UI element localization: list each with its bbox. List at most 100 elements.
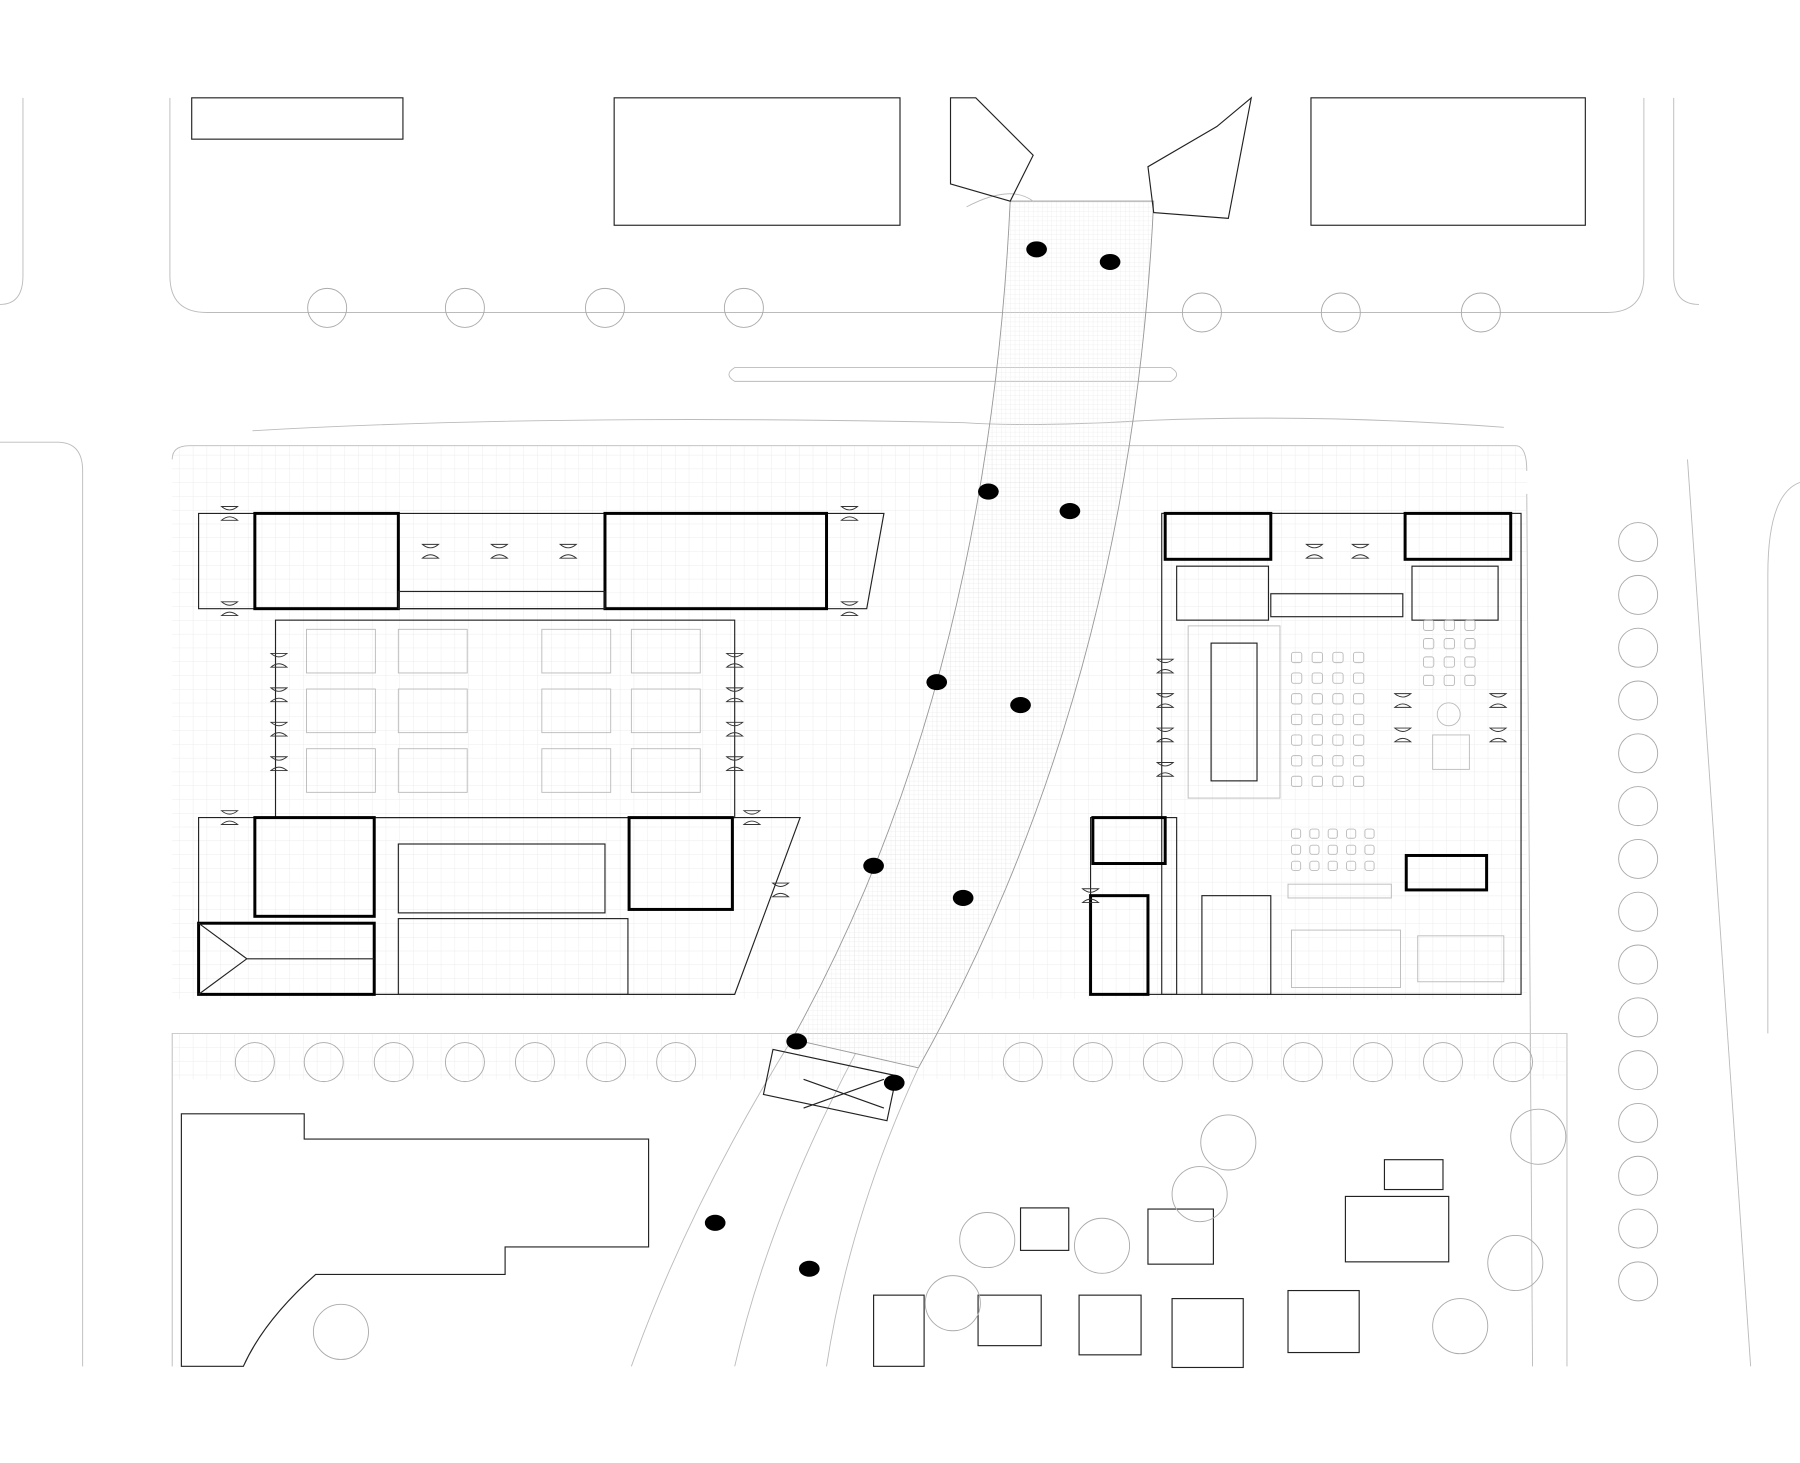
table (1423, 619, 1435, 631)
tree (1618, 944, 1659, 985)
bridge-pillar (704, 1214, 726, 1231)
tree (1352, 1042, 1393, 1083)
revolving-doors (220, 506, 1508, 904)
pavilion (1287, 1289, 1360, 1354)
table (1346, 828, 1357, 839)
revolving-door (725, 687, 744, 703)
bridge-pillar (1010, 697, 1031, 714)
cafe-tables (1290, 619, 1476, 871)
pavilion (1147, 1208, 1214, 1265)
tree (444, 287, 485, 328)
table (1464, 674, 1476, 687)
table (1311, 672, 1323, 684)
table (1464, 656, 1476, 668)
revolving-door (840, 601, 859, 617)
pedestrian-bridge (630, 96, 1253, 1367)
plaza-paving (171, 445, 1567, 1080)
courtyard-planters (306, 628, 701, 793)
table (1346, 844, 1357, 855)
tree (1460, 292, 1501, 333)
west-block-e (627, 816, 734, 911)
tree (303, 1042, 344, 1083)
table (1352, 734, 1365, 746)
tree (1493, 1042, 1533, 1083)
tree (1212, 1042, 1253, 1083)
west-building (197, 511, 885, 996)
pavilion (1383, 1159, 1444, 1191)
tree (1618, 1155, 1659, 1196)
trees (234, 287, 1659, 1360)
tree (1618, 786, 1659, 827)
revolving-door (220, 601, 239, 617)
table (1332, 734, 1344, 746)
table (1364, 844, 1375, 855)
tree (1320, 292, 1361, 333)
pavilion (977, 1294, 1042, 1347)
table (1290, 844, 1302, 855)
bridge-pillar (798, 1260, 820, 1277)
tree (1423, 1042, 1463, 1083)
tree (312, 1303, 369, 1360)
table (1364, 860, 1375, 871)
table (1332, 693, 1344, 705)
tree (1200, 1114, 1257, 1171)
bridge-pillar (1026, 241, 1047, 258)
east-building (1089, 511, 1522, 996)
pavilion (1344, 1195, 1450, 1263)
revolving-door (1488, 693, 1508, 708)
table (1309, 828, 1320, 839)
bridge-pillar (952, 889, 974, 906)
table (1332, 672, 1344, 684)
west-block-a (253, 511, 400, 611)
table (1327, 828, 1338, 839)
tree (1618, 997, 1659, 1038)
tree (924, 1275, 981, 1332)
table (1443, 638, 1455, 650)
bridge-pillar (978, 483, 999, 500)
pavilion (1019, 1207, 1070, 1251)
pavilion (1171, 1298, 1244, 1369)
table (1364, 828, 1375, 839)
tree (1181, 292, 1222, 333)
bridge-pillar (863, 857, 884, 874)
revolving-door (269, 687, 289, 703)
revolving-door (771, 882, 790, 898)
table (1311, 734, 1323, 746)
table (1311, 755, 1323, 767)
revolving-door (1351, 543, 1370, 559)
table (1443, 674, 1455, 687)
table (1443, 656, 1455, 668)
table (1290, 755, 1303, 767)
courtyard-pool (1187, 625, 1281, 799)
tree (373, 1042, 414, 1083)
tree (1618, 627, 1659, 668)
table (1352, 775, 1365, 788)
table (1311, 713, 1323, 726)
tree (1510, 1108, 1567, 1165)
tree (1618, 574, 1659, 615)
table (1290, 672, 1303, 684)
table (1423, 638, 1435, 650)
tree (1618, 1050, 1659, 1091)
pavilion (873, 1294, 925, 1367)
west-block-b (603, 511, 829, 611)
table (1352, 651, 1365, 664)
bridge-pillars (704, 241, 1121, 1277)
table (1327, 860, 1338, 871)
tree (234, 1042, 275, 1083)
tree (1432, 1298, 1489, 1355)
tree (1074, 1217, 1131, 1274)
table (1352, 755, 1365, 767)
tree (1618, 838, 1659, 879)
table (1423, 656, 1435, 668)
bridge-pillar (883, 1074, 905, 1091)
revolving-door (421, 543, 440, 559)
table (1311, 775, 1323, 788)
revolving-door (1155, 658, 1175, 674)
revolving-door (220, 506, 239, 521)
table (1332, 775, 1344, 788)
table (1290, 693, 1303, 705)
revolving-door (725, 756, 744, 771)
revolving-door (269, 721, 289, 737)
